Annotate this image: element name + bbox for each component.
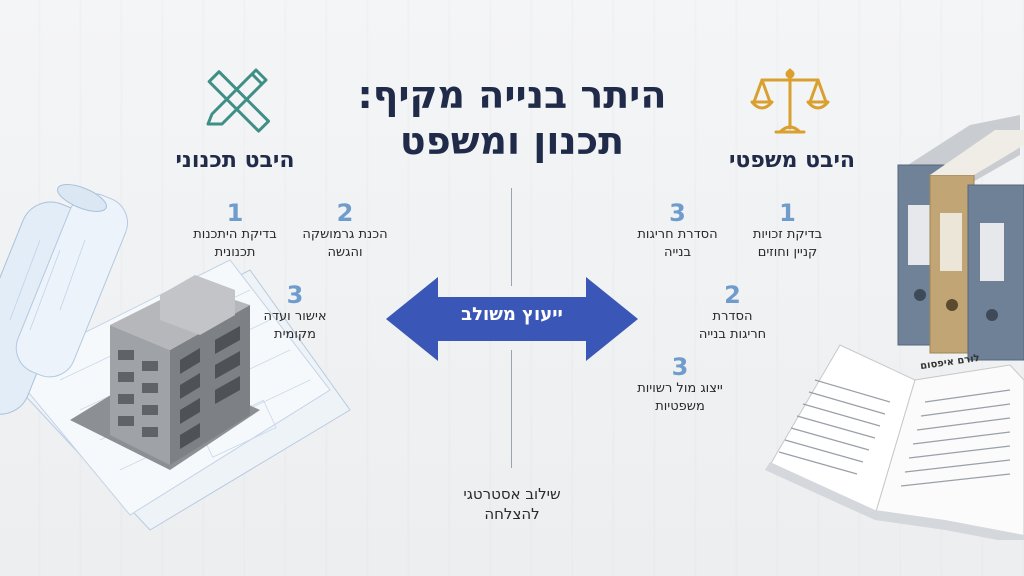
legal-item-4-line1: ייצוג מול רשויות [637, 381, 723, 396]
legal-item-3-line1: הסדרת [712, 309, 753, 324]
planning-item-1-line2: תכנונית [214, 245, 256, 260]
strategic-integration-text: שילוב אסטרטגי להצלחה [412, 484, 612, 524]
legal-item-1-number: 1 [779, 199, 796, 227]
legal-item-3-number: 2 [724, 281, 741, 309]
ruler-pencil-icon [206, 68, 271, 133]
legal-item-1-line2: קניין וחוזים [757, 245, 818, 260]
planning-item-1: 1 בדיקת היתכנות תכנונית [180, 200, 290, 262]
binders-illustration [897, 115, 1024, 361]
title-line-1: היתר בנייה מקיף: [357, 73, 667, 117]
legal-item-4: 3 ייצוג מול רשויות משפטיות [615, 354, 745, 416]
legal-item-2-number: 3 [669, 199, 686, 227]
title-line-2: תכנון ומשפט [399, 119, 625, 163]
planning-item-1-number: 1 [226, 199, 244, 227]
planning-item-3-number: 3 [286, 281, 304, 309]
bottom-text-line-2: להצלחה [484, 505, 540, 523]
integrated-consulting-label: ייעוץ משולב [461, 304, 563, 325]
center-divider-top [511, 188, 512, 286]
legal-item-3-line2: חריגות בנייה [698, 327, 767, 342]
center-divider-bottom [511, 350, 512, 468]
legal-item-2-line1: הסדרת חריגות [637, 227, 718, 242]
planning-item-3-line2: מקומית [274, 327, 316, 342]
planning-item-1-line1: בדיקת היתכנות [193, 227, 277, 242]
double-arrow [386, 277, 638, 361]
planning-item-3: 3 אישור ועדה מקומית [240, 282, 350, 344]
planning-item-2-line1: הכנת גרמושקה [302, 227, 388, 242]
legal-heading: היבט משפטי [728, 148, 856, 173]
legal-item-2-line2: בנייה [663, 245, 692, 260]
legal-item-1-line1: בדיקת זכויות [752, 227, 823, 242]
bottom-text-line-1: שילוב אסטרטגי [463, 485, 561, 503]
legal-item-1: 1 בדיקת זכויות קניין וחוזים [730, 200, 845, 262]
page-title: היתר בנייה מקיף: תכנון ומשפט [300, 72, 724, 164]
planning-item-2-line2: והגשה [327, 245, 363, 260]
legal-item-2: 3 הסדרת חריגות בנייה [620, 200, 735, 262]
legal-item-3: 2 הסדרת חריגות בנייה [675, 282, 790, 344]
scales-icon [750, 68, 830, 134]
planning-item-3-line1: אישור ועדה [263, 309, 327, 324]
open-book-illustration [765, 344, 1024, 540]
planning-item-2: 2 הכנת גרמושקה והגשה [290, 200, 400, 262]
planning-heading: היבט תכנוני [175, 148, 295, 173]
legal-item-4-number: 3 [671, 353, 689, 381]
legal-item-4-line2: משפטיות [655, 399, 705, 414]
blueprint-building-illustration [0, 184, 351, 531]
planning-item-2-number: 2 [336, 199, 354, 227]
